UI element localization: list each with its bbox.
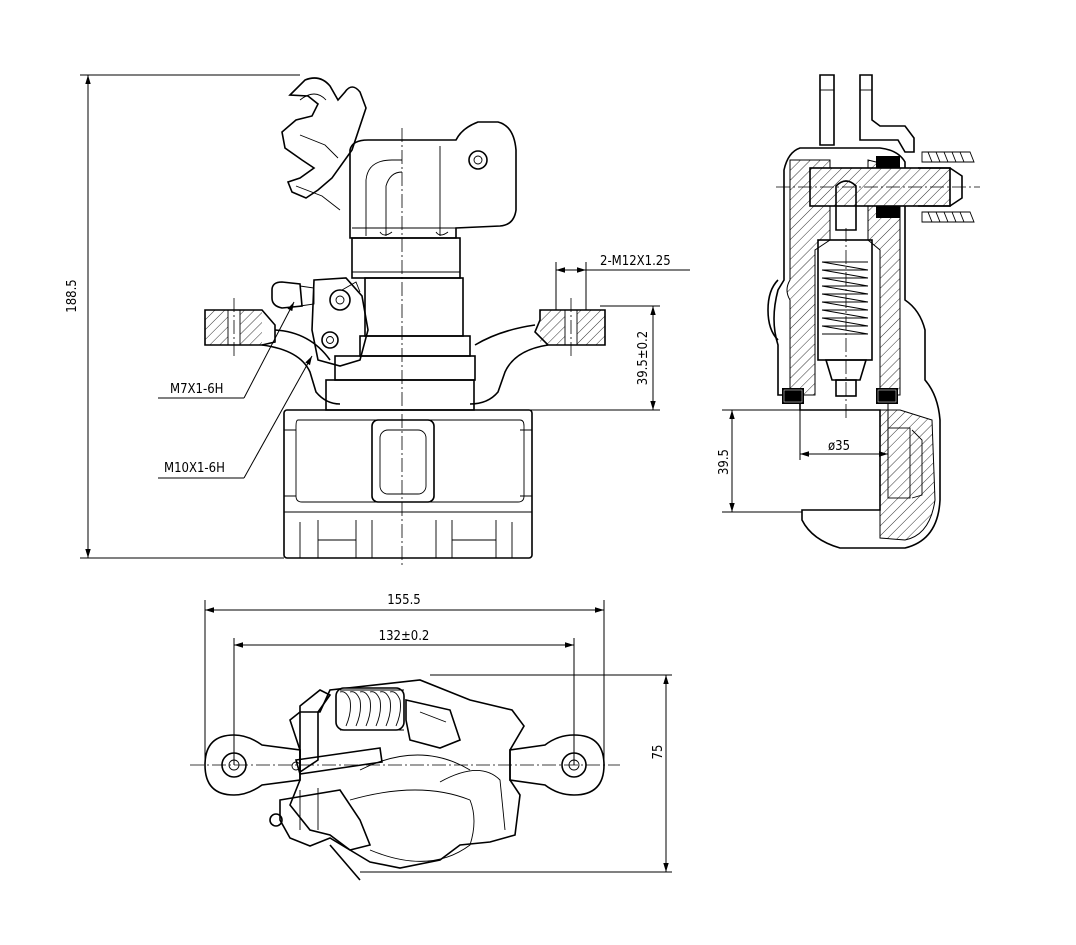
section-height-dim: 39.5 [717,449,732,475]
bleed-thread-label: M7X1-6H [170,382,223,397]
front-view: 188.5 2-M12X1.25 39.5±0.2 M7X1-6H M10X1-… [65,74,690,568]
thread-pair-label: 2-M12X1.25 [600,254,671,269]
overall-width-dim: 155.5 [387,593,420,608]
section-view: 39.5 ø35 [717,74,980,549]
bolt-spacing-dim: 132±0.2 [379,629,430,644]
top-view: 155.5 132±0.2 75 [190,593,672,881]
inlet-thread-label: M10X1-6H [164,461,225,476]
overall-height-dim: 188.5 [65,279,80,312]
piston-dia-label: ø35 [828,439,850,454]
mount-offset-dim: 39.5±0.2 [636,331,651,385]
depth-dim: 75 [651,745,666,760]
